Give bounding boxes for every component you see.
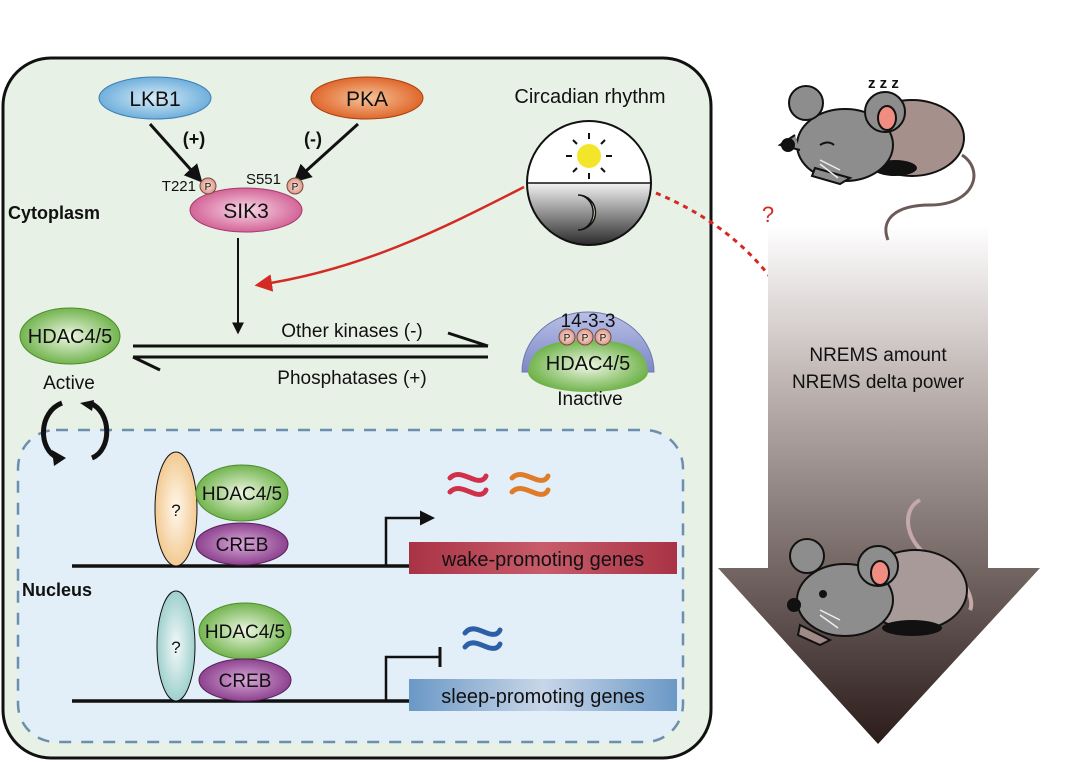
hdac-wake-node: HDAC4/5 xyxy=(195,464,289,522)
circadian-question-mark: ? xyxy=(762,202,774,227)
sik3-label: SIK3 xyxy=(223,200,269,223)
creb-label: CREB xyxy=(216,535,269,556)
lkb1-node: LKB1 xyxy=(98,76,212,120)
pka-effect: (-) xyxy=(304,129,322,149)
sleep-promoter-inhibition xyxy=(384,655,440,701)
shuttle-arrowhead-down xyxy=(52,450,66,466)
phospho-t221: P xyxy=(199,177,217,195)
lkb1-to-sik3-arrow xyxy=(148,123,203,183)
nucleus-label: Nucleus xyxy=(22,580,92,600)
sik3-site-s551: S551 xyxy=(246,171,281,188)
pka-to-sik3-arrow xyxy=(293,122,360,183)
pka-label: PKA xyxy=(346,88,388,111)
unknown-factor-wake: ? xyxy=(154,451,198,567)
moon-icon xyxy=(577,194,597,231)
phospho-label: P xyxy=(600,333,607,344)
phospho-label: P xyxy=(564,333,571,344)
unknown-factor-sleep: ? xyxy=(156,590,196,702)
zzz-label: z z z xyxy=(868,75,899,92)
creb-label: CREB xyxy=(219,671,272,692)
whiskers xyxy=(819,609,841,629)
sleep-genes-box xyxy=(409,679,677,711)
circadian-to-sik3-arrow xyxy=(254,185,525,292)
phospho-label: P xyxy=(582,333,589,344)
outcome-down-arrow xyxy=(718,226,1040,744)
hdac-active-label: HDAC4/5 xyxy=(28,326,112,348)
sleep-genes-label: sleep-promoting genes xyxy=(441,686,644,708)
phosphatases-label: Phosphatases (+) xyxy=(277,368,426,389)
creb-wake-node: CREB xyxy=(195,522,289,566)
sleeping-mouse-illustration: z z z xyxy=(777,75,976,241)
wake-genes-label: wake-promoting genes xyxy=(441,549,644,571)
phospho-s551: P xyxy=(286,177,304,195)
creb-sleep-node: CREB xyxy=(198,658,292,702)
hdac-label: HDAC4/5 xyxy=(202,484,282,505)
sun-icon xyxy=(566,133,612,179)
unknown-label: ? xyxy=(171,638,180,657)
other-kinases-label: Other kinases (-) xyxy=(281,321,422,342)
lkb1-label: LKB1 xyxy=(129,88,180,111)
hdac-sleep-node: HDAC4/5 xyxy=(198,602,292,660)
unknown-label: ? xyxy=(171,501,180,520)
lkb1-effect: (+) xyxy=(183,129,206,149)
cytoplasm-label: Cytoplasm xyxy=(8,203,100,223)
pka-node: PKA xyxy=(310,76,424,120)
phospho-label: P xyxy=(205,182,212,193)
hdac-inactive-state: Inactive xyxy=(557,389,622,410)
wake-genes-box xyxy=(409,542,677,574)
hdac-label: HDAC4/5 xyxy=(205,622,285,643)
equilibrium-arrows xyxy=(132,331,489,372)
sik3-site-t221: T221 xyxy=(162,178,196,195)
mrna-sleep-icon xyxy=(462,626,503,651)
shuttle-arrowhead-up xyxy=(80,400,94,411)
phospho-group: P P P xyxy=(558,328,612,346)
hdac-active-state: Active xyxy=(43,373,95,394)
phospho-label: P xyxy=(292,182,299,193)
mouse-tail xyxy=(884,153,976,241)
hdac-inactive-label: HDAC4/5 xyxy=(546,353,630,375)
awake-mouse-illustration xyxy=(787,498,974,647)
circadian-clock-icon xyxy=(526,120,652,246)
circadian-label: Circadian rhythm xyxy=(514,86,665,108)
whiskers xyxy=(819,159,841,179)
sik3-node: SIK3 xyxy=(189,187,303,233)
hdac-active-node: HDAC4/5 xyxy=(19,307,121,365)
hdac-inactive-complex: 14-3-3 P P P HDAC4/5 xyxy=(521,311,655,392)
nrems-amount-label: NREMS amount xyxy=(809,345,947,366)
mrna-wake-icon xyxy=(447,472,551,497)
nrems-delta-power-label: NREMS delta power xyxy=(792,372,965,393)
chaperone-14-3-3-label: 14-3-3 xyxy=(561,311,616,332)
wake-promoter-arrow xyxy=(384,510,435,566)
